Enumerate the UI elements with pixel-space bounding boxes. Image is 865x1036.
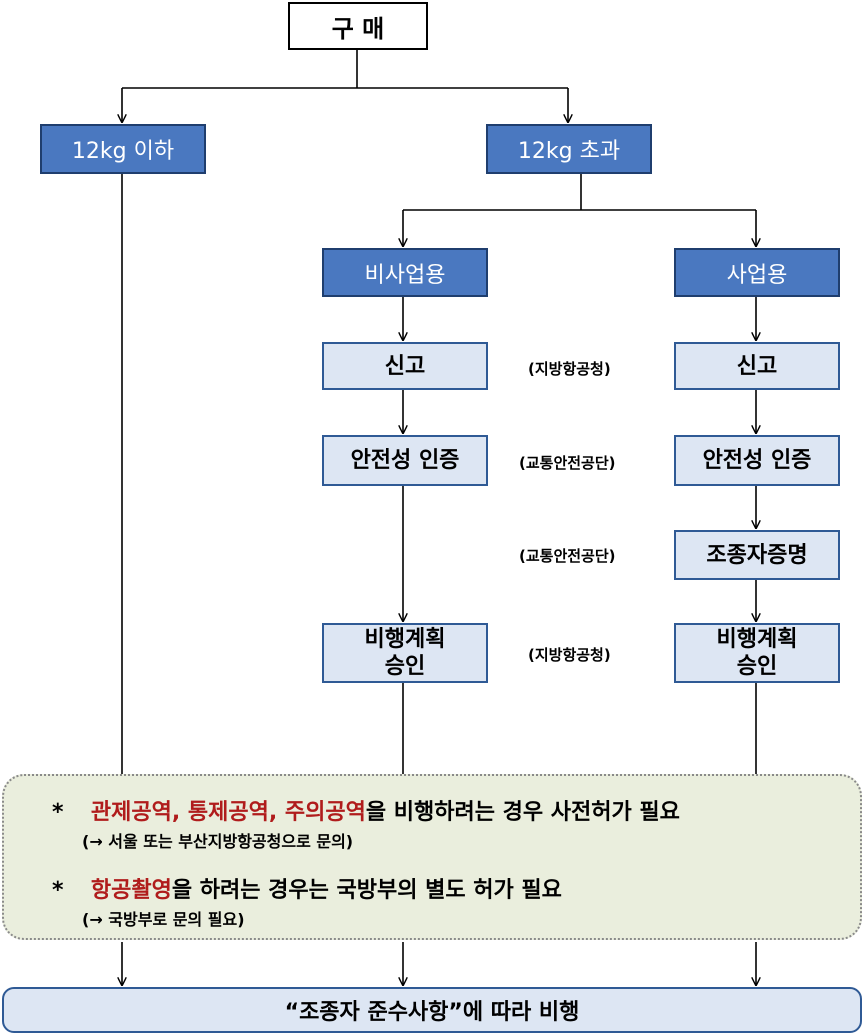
flight-plan-line2-left: 승인: [384, 654, 426, 679]
weight-over-label: 12kg 초과: [517, 139, 621, 164]
notes-panel: * 관제공역, 통제공역, 주의공역을 비행하려는 경우 사전허가 필요 (→ …: [2, 774, 862, 940]
note2-aerial-photography: 항공촬영: [90, 878, 172, 903]
note1-bullet: *: [52, 800, 64, 825]
note1-restricted-airspace: 통제공역: [187, 800, 269, 825]
pilot-cert-label: 조종자증명: [706, 542, 808, 568]
final-step-label: “조종자 준수사항”에 따라 비행: [284, 1000, 580, 1025]
non-business-label: 비사업용: [364, 262, 446, 288]
note2-bullet: *: [52, 878, 64, 903]
flight-plan-agency: (지방항공청): [528, 646, 611, 664]
pilot-cert-box: 조종자증명: [674, 530, 840, 580]
note2-line: * 항공촬영을 하려는 경우는 국방부의 별도 허가 필요: [52, 872, 562, 904]
flight-plan-line1-right: 비행계획: [716, 627, 798, 652]
report-label-right: 신고: [736, 353, 778, 379]
safety-cert-agency: (교통안전공단): [519, 454, 616, 472]
final-step-box: “조종자 준수사항”에 따라 비행: [2, 987, 862, 1033]
note1-rest: 을 비행하려는 경우 사전허가 필요: [365, 800, 680, 825]
business-box: 사업용: [674, 248, 840, 297]
pilot-cert-agency: (교통안전공단): [519, 547, 616, 565]
business-label: 사업용: [726, 262, 788, 288]
flight-plan-line2-right: 승인: [736, 654, 778, 679]
note2-sub: (→ 국방부로 문의 필요): [82, 910, 245, 929]
note1-line: * 관제공역, 통제공역, 주의공역을 비행하려는 경우 사전허가 필요: [52, 794, 680, 826]
report-label-left: 신고: [384, 353, 426, 379]
flight-plan-line1-left: 비행계획: [364, 627, 446, 652]
note1-sep1: ,: [171, 800, 188, 825]
purchase-box: 구 매: [288, 2, 428, 50]
note1-controlled-airspace: 관제공역: [90, 800, 172, 825]
note2-rest: 을 하려는 경우는 국방부의 별도 허가 필요: [171, 878, 562, 903]
report-agency: (지방항공청): [528, 360, 611, 378]
flight-plan-box-left: 비행계획 승인: [322, 623, 488, 683]
safety-cert-label-left: 안전성 인증: [350, 448, 460, 473]
note1-caution-airspace: 주의공역: [284, 800, 366, 825]
weight-under-12kg-box: 12kg 이하: [40, 124, 206, 174]
safety-cert-box-right: 안전성 인증: [674, 435, 840, 486]
safety-cert-label-right: 안전성 인증: [702, 448, 812, 473]
note1-sub: (→ 서울 또는 부산지방항공청으로 문의): [82, 832, 354, 851]
weight-over-12kg-box: 12kg 초과: [486, 124, 652, 174]
flight-plan-box-right: 비행계획 승인: [674, 623, 840, 683]
report-box-left: 신고: [322, 342, 488, 390]
purchase-label: 구 매: [331, 14, 385, 43]
weight-under-label: 12kg 이하: [71, 139, 175, 164]
non-business-box: 비사업용: [322, 248, 488, 297]
safety-cert-box-left: 안전성 인증: [322, 435, 488, 486]
report-box-right: 신고: [674, 342, 840, 390]
note1-sep2: ,: [268, 800, 285, 825]
